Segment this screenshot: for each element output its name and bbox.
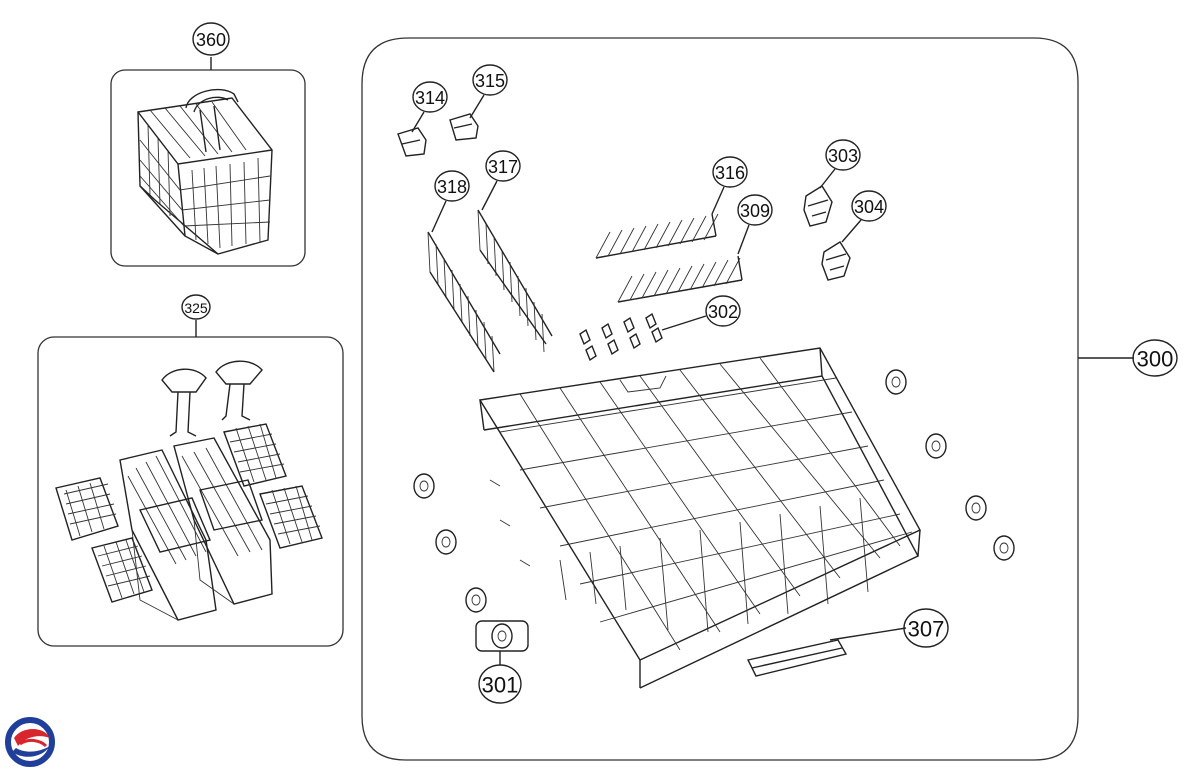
side-grids [55, 423, 323, 603]
callout-314-label: 314 [415, 88, 445, 108]
wheel-icon [413, 473, 435, 499]
callout-307-label: 307 [908, 617, 945, 642]
bracket-304 [821, 241, 851, 281]
callout-300[interactable]: 300 [1132, 339, 1178, 377]
callout-314[interactable]: 314 [412, 81, 448, 113]
clip-314 [397, 127, 427, 157]
callout-307[interactable]: 307 [903, 608, 949, 648]
callout-316-label: 316 [715, 163, 745, 183]
tine-row-318 [427, 231, 501, 373]
pins-302 [579, 312, 663, 362]
group-360: 360 [110, 22, 306, 267]
wheel-301-icon [491, 623, 513, 649]
callout-304[interactable]: 304 [851, 190, 887, 222]
wheel-icon [885, 369, 907, 395]
wheel-icon [993, 535, 1015, 561]
tine-rack-316 [595, 213, 719, 259]
cutlery-basket [137, 88, 273, 255]
callout-303[interactable]: 303 [825, 139, 861, 171]
callout-325[interactable]: 325 [181, 294, 211, 320]
handle-307 [746, 639, 848, 677]
callout-300-label: 300 [1137, 347, 1174, 372]
wheel-301-frame [475, 620, 529, 652]
panel-300 [361, 37, 1079, 761]
callout-318[interactable]: 318 [434, 170, 470, 202]
callout-317[interactable]: 317 [485, 150, 521, 182]
callout-302[interactable]: 302 [705, 295, 741, 327]
clip-315 [449, 113, 479, 141]
callout-318-label: 318 [437, 177, 467, 197]
callout-360-label: 360 [196, 30, 226, 50]
group-300: 300 314 315 318 317 [361, 37, 1178, 761]
callout-360[interactable]: 360 [192, 22, 230, 56]
wheel-icon [465, 587, 487, 613]
wheels [413, 369, 1015, 613]
callout-316[interactable]: 316 [712, 156, 748, 188]
lower-rack [478, 347, 921, 689]
callout-304-label: 304 [854, 197, 884, 217]
panel-360 [110, 69, 306, 267]
tine-rack-309 [617, 255, 743, 303]
callout-315-label: 315 [475, 71, 505, 91]
callout-309[interactable]: 309 [737, 194, 773, 226]
callout-303-label: 303 [828, 146, 858, 166]
callout-325-label: 325 [184, 300, 208, 316]
callout-302-label: 302 [708, 302, 738, 322]
callout-317-label: 317 [488, 157, 518, 177]
callout-301-label: 301 [482, 673, 519, 698]
bracket-303 [803, 185, 833, 227]
callout-301[interactable]: 301 [478, 664, 522, 704]
wheel-icon [925, 433, 947, 459]
basket-handles [161, 360, 263, 437]
callout-315[interactable]: 315 [472, 64, 508, 96]
wheel-icon [435, 529, 457, 555]
split-baskets [119, 437, 273, 621]
callout-309-label: 309 [740, 201, 770, 221]
tine-row-317 [477, 209, 553, 353]
panel-325 [37, 336, 344, 647]
group-325: 325 [37, 294, 344, 647]
brand-swirl-logo [5, 717, 55, 767]
wheel-icon [965, 495, 987, 521]
